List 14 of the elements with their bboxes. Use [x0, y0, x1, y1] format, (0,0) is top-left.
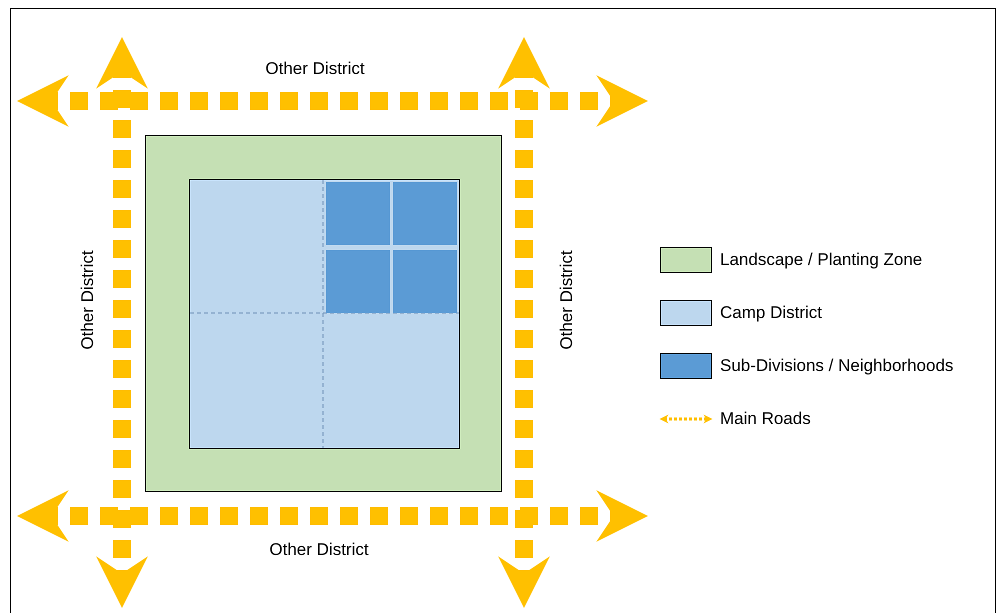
neighborhood-block	[326, 250, 390, 313]
neighborhood-block	[393, 182, 457, 245]
legend-label: Sub-Divisions / Neighborhoods	[720, 356, 954, 376]
neighborhood-block	[326, 182, 390, 245]
district-label: Other District	[269, 540, 369, 560]
legend-label: Landscape / Planting Zone	[720, 250, 922, 270]
district-label: Other District	[78, 250, 98, 350]
district-label: Other District	[557, 250, 577, 350]
neighborhood-block	[393, 250, 457, 313]
district-label: Other District	[265, 59, 365, 79]
planting-zone-area	[145, 135, 502, 492]
legend-label: Main Roads	[720, 409, 811, 429]
camp-district-area	[189, 179, 460, 449]
legend-label: Camp District	[720, 303, 822, 323]
